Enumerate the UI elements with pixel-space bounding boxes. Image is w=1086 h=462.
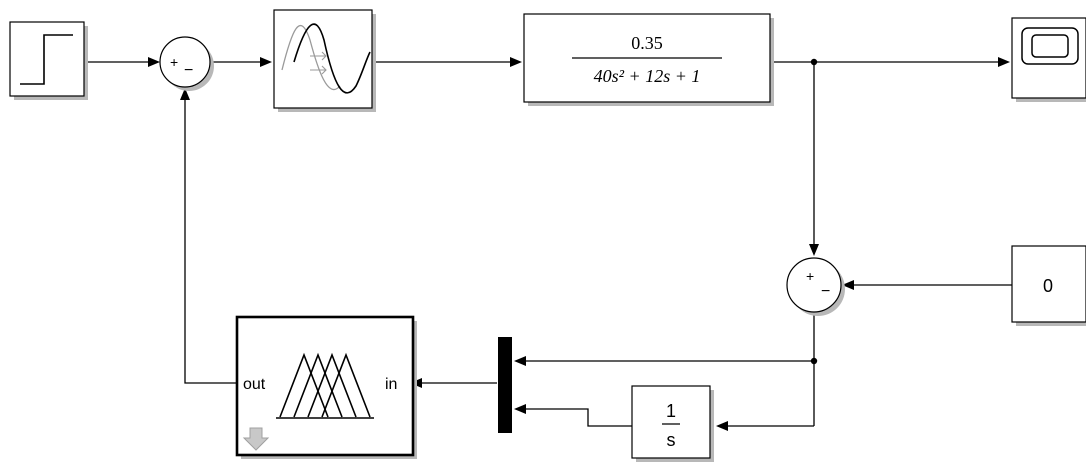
fuzzy-in-port-label: in [385, 376, 397, 393]
constant-value: 0 [1043, 276, 1053, 296]
delay-arrow-icon [310, 51, 327, 75]
scope-inner-icon [1031, 34, 1069, 58]
sum-mid-plus: + [806, 268, 814, 284]
arrowhead [716, 421, 728, 431]
tf-numerator: 0.35 [631, 33, 663, 53]
membership-functions-icon [276, 352, 374, 419]
integrator-block[interactable]: 1 s [631, 385, 714, 462]
arrowhead [998, 57, 1010, 67]
black-sine-icon [293, 23, 371, 94]
scope-block[interactable] [1011, 17, 1086, 102]
arrowhead [180, 88, 190, 100]
arrowhead [514, 404, 526, 414]
integrator-denominator: s [667, 430, 676, 450]
down-arrow-icon[interactable] [242, 427, 270, 451]
scope-screen-icon [1021, 27, 1079, 65]
gray-sine-icon [281, 25, 341, 91]
constant-block[interactable]: 0 [1011, 245, 1086, 326]
transfer-function-block[interactable]: 0.35 40s² + 12s + 1 [523, 13, 774, 106]
wire-feedback[interactable] [184, 98, 237, 384]
signal-wave-block[interactable] [273, 9, 376, 112]
integrator-numerator: 1 [666, 401, 676, 421]
sum-top-plus: + [170, 54, 178, 70]
signal-lines [86, 57, 1012, 431]
sum-top-minus: − [184, 62, 193, 79]
step-icon [20, 34, 73, 85]
sum-mid-minus: − [821, 283, 830, 300]
step-block[interactable] [9, 21, 88, 100]
fuzzy-controller-block[interactable]: out in [235, 315, 417, 459]
arrowhead [510, 57, 522, 67]
mux-block[interactable] [498, 337, 512, 433]
fuzzy-out-port-label: out [243, 376, 266, 393]
wire-integrator-to-mux[interactable] [524, 408, 632, 427]
tf-denominator: 40s² + 12s + 1 [594, 66, 701, 86]
arrowhead [148, 57, 160, 67]
sum-middle-block[interactable]: + − [786, 257, 845, 316]
arrowhead [514, 356, 526, 366]
arrowhead [260, 57, 272, 67]
arrowhead [842, 280, 854, 290]
sum-top-block[interactable]: + − [159, 36, 214, 91]
arrowhead [809, 244, 819, 256]
